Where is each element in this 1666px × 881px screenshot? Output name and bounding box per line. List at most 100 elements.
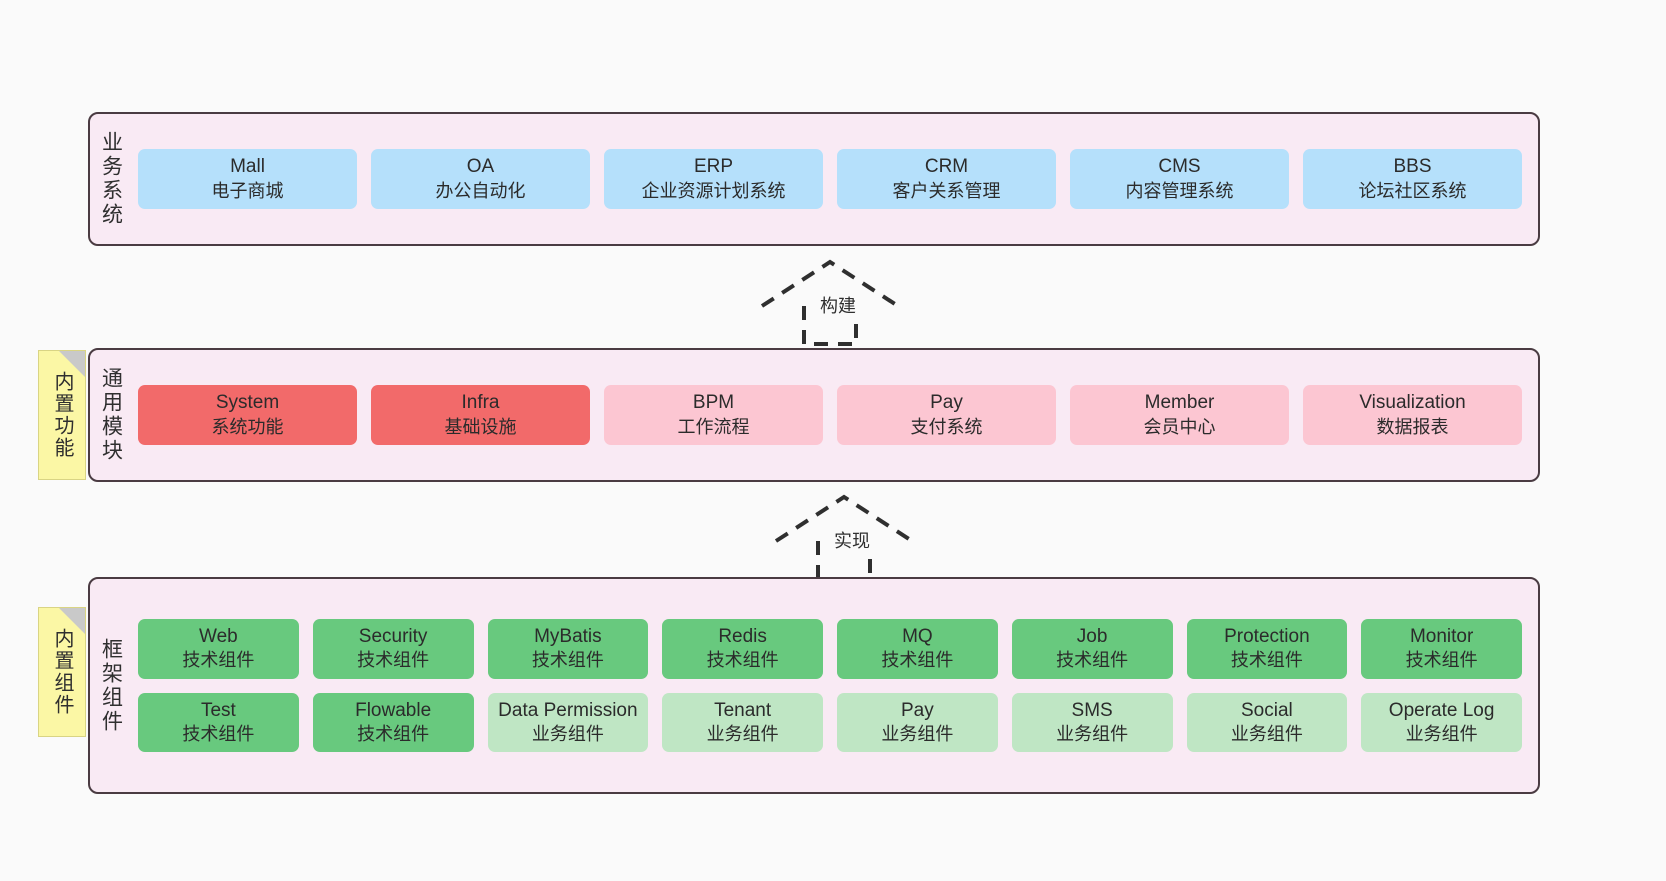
node-test[interactable]: Test 技术组件 bbox=[138, 692, 299, 752]
node-title: Redis bbox=[718, 626, 767, 648]
node-visualization[interactable]: Visualization 数据报表 bbox=[1303, 385, 1522, 445]
node-subtitle: 技术组件 bbox=[531, 650, 604, 671]
node-bbs[interactable]: BBS 论坛社区系统 bbox=[1303, 149, 1522, 209]
layer-framework-component: 框架组件 Web 技术组件 Security 技术组件 MyBatis 技术组件… bbox=[88, 577, 1540, 794]
node-flowable[interactable]: Flowable 技术组件 bbox=[312, 692, 474, 752]
node-title: OA bbox=[466, 156, 495, 178]
node-title: Pay bbox=[901, 699, 934, 721]
connector-label-build: 构建 bbox=[817, 292, 859, 318]
node-row: System 系统功能 Infra 基础设施 BPM 工作流程 Pay 支付系统… bbox=[138, 385, 1522, 445]
node-subtitle: 业务组件 bbox=[1230, 723, 1303, 744]
node-subtitle: 数据报表 bbox=[1376, 416, 1449, 437]
node-title: Protection bbox=[1224, 626, 1310, 648]
node-subtitle: 会员中心 bbox=[1143, 416, 1216, 437]
node-title: Visualization bbox=[1359, 392, 1466, 414]
node-subtitle: 技术组件 bbox=[706, 650, 779, 671]
node-title: SMS bbox=[1071, 699, 1113, 721]
node-subtitle: 系统功能 bbox=[211, 416, 284, 437]
node-title: Infra bbox=[461, 392, 500, 414]
node-crm[interactable]: CRM 客户关系管理 bbox=[837, 149, 1056, 209]
node-monitor[interactable]: Monitor 技术组件 bbox=[1361, 619, 1522, 679]
node-tenant[interactable]: Tenant 业务组件 bbox=[662, 692, 823, 752]
layer-label-business-system: 业务系统 bbox=[99, 131, 123, 227]
node-pay-component[interactable]: Pay 业务组件 bbox=[837, 692, 998, 752]
node-title: Member bbox=[1144, 392, 1215, 414]
node-title: CMS bbox=[1158, 156, 1201, 178]
layer-body-business-system: Mall 电子商城 OA 办公自动化 ERP 企业资源计划系统 CRM 客户关系… bbox=[132, 114, 1538, 244]
node-title: Monitor bbox=[1409, 626, 1474, 648]
node-subtitle: 技术组件 bbox=[357, 723, 430, 744]
node-title: Flowable bbox=[355, 699, 432, 721]
node-subtitle: 电子商城 bbox=[211, 180, 284, 201]
node-row: Test 技术组件 Flowable 技术组件 Data Permission … bbox=[138, 692, 1522, 752]
node-title: BPM bbox=[692, 392, 735, 414]
node-subtitle: 内容管理系统 bbox=[1125, 180, 1234, 201]
node-subtitle: 工作流程 bbox=[677, 416, 750, 437]
layer-body-framework-component: Web 技术组件 Security 技术组件 MyBatis 技术组件 Redi… bbox=[132, 579, 1538, 792]
connector-implement: 实现 bbox=[772, 493, 916, 581]
node-bpm[interactable]: BPM 工作流程 bbox=[604, 385, 823, 445]
node-title: CRM bbox=[924, 156, 969, 178]
node-subtitle: 论坛社区系统 bbox=[1358, 180, 1467, 201]
node-subtitle: 技术组件 bbox=[1405, 650, 1478, 671]
node-subtitle: 技术组件 bbox=[1230, 650, 1303, 671]
node-subtitle: 办公自动化 bbox=[435, 180, 526, 201]
node-web[interactable]: Web 技术组件 bbox=[138, 619, 299, 679]
node-title: Pay bbox=[930, 392, 963, 414]
node-system[interactable]: System 系统功能 bbox=[138, 385, 357, 445]
sticky-note-builtin-component: 内置组件 bbox=[38, 607, 86, 737]
node-title: System bbox=[215, 392, 280, 414]
node-title: Security bbox=[358, 626, 428, 648]
node-mq[interactable]: MQ 技术组件 bbox=[837, 619, 998, 679]
node-security[interactable]: Security 技术组件 bbox=[312, 619, 474, 679]
generalization-arrow-icon bbox=[774, 494, 914, 581]
node-data-permission[interactable]: Data Permission 业务组件 bbox=[487, 692, 649, 752]
node-subtitle: 技术组件 bbox=[881, 650, 954, 671]
node-protection[interactable]: Protection 技术组件 bbox=[1186, 619, 1348, 679]
node-title: MyBatis bbox=[534, 626, 602, 648]
layer-label-common-module: 通用模块 bbox=[99, 367, 123, 463]
node-job[interactable]: Job 技术组件 bbox=[1011, 619, 1173, 679]
node-social[interactable]: Social 业务组件 bbox=[1186, 692, 1348, 752]
node-title: Mall bbox=[230, 156, 265, 178]
sticky-note-builtin-function: 内置功能 bbox=[38, 350, 86, 480]
node-subtitle: 业务组件 bbox=[881, 723, 954, 744]
layer-common-module: 通用模块 System 系统功能 Infra 基础设施 BPM 工作流程 Pay… bbox=[88, 348, 1540, 482]
node-subtitle: 技术组件 bbox=[357, 650, 430, 671]
node-subtitle: 企业资源计划系统 bbox=[641, 180, 786, 201]
node-title: Data Permission bbox=[498, 699, 638, 721]
node-subtitle: 基础设施 bbox=[444, 416, 517, 437]
node-cms[interactable]: CMS 内容管理系统 bbox=[1070, 149, 1289, 209]
node-subtitle: 业务组件 bbox=[706, 723, 779, 744]
node-mall[interactable]: Mall 电子商城 bbox=[138, 149, 357, 209]
node-title: Job bbox=[1076, 626, 1108, 648]
node-row: Mall 电子商城 OA 办公自动化 ERP 企业资源计划系统 CRM 客户关系… bbox=[138, 149, 1522, 209]
node-title: Test bbox=[200, 699, 236, 721]
node-erp[interactable]: ERP 企业资源计划系统 bbox=[604, 149, 823, 209]
node-operate-log[interactable]: Operate Log 业务组件 bbox=[1361, 692, 1522, 752]
node-subtitle: 客户关系管理 bbox=[892, 180, 1001, 201]
node-subtitle: 技术组件 bbox=[1056, 650, 1129, 671]
generalization-arrow-icon bbox=[760, 259, 900, 346]
node-title: ERP bbox=[693, 156, 734, 178]
connector-build: 构建 bbox=[758, 258, 902, 346]
node-title: Social bbox=[1241, 699, 1293, 721]
node-subtitle: 业务组件 bbox=[531, 723, 604, 744]
layer-label-framework-component: 框架组件 bbox=[99, 637, 123, 734]
node-row: Web 技术组件 Security 技术组件 MyBatis 技术组件 Redi… bbox=[138, 619, 1522, 679]
node-title: BBS bbox=[1393, 156, 1432, 178]
node-subtitle: 业务组件 bbox=[1056, 723, 1129, 744]
node-subtitle: 业务组件 bbox=[1405, 723, 1478, 744]
node-oa[interactable]: OA 办公自动化 bbox=[371, 149, 590, 209]
node-title: MQ bbox=[902, 626, 933, 648]
node-sms[interactable]: SMS 业务组件 bbox=[1011, 692, 1173, 752]
node-member[interactable]: Member 会员中心 bbox=[1070, 385, 1289, 445]
node-mybatis[interactable]: MyBatis 技术组件 bbox=[487, 619, 649, 679]
connector-label-implement: 实现 bbox=[831, 527, 873, 553]
node-subtitle: 支付系统 bbox=[910, 416, 983, 437]
node-redis[interactable]: Redis 技术组件 bbox=[662, 619, 823, 679]
node-pay-module[interactable]: Pay 支付系统 bbox=[837, 385, 1056, 445]
node-infra[interactable]: Infra 基础设施 bbox=[371, 385, 590, 445]
layer-body-common-module: System 系统功能 Infra 基础设施 BPM 工作流程 Pay 支付系统… bbox=[132, 350, 1538, 480]
